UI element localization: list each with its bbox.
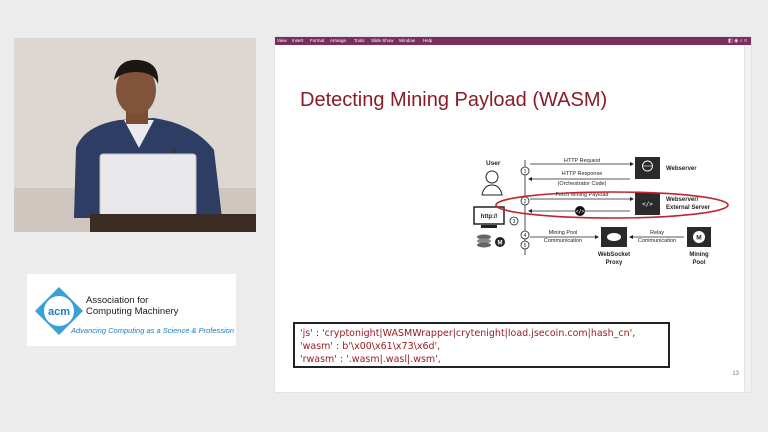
svg-text:2: 2: [524, 199, 527, 205]
code-line-wasm: 'wasm' : b'\x00\x61\x73\x6d',: [300, 341, 441, 352]
msg-orchestrator-code: (Orchestrator Code): [558, 181, 607, 187]
code-payload-icon: </>: [575, 206, 585, 216]
step-circle-2: 2: [520, 196, 530, 206]
menu-view[interactable]: View: [277, 38, 287, 43]
acm-diamond-logo-icon: acm: [35, 287, 83, 335]
svg-text:</>: </>: [575, 209, 584, 215]
step-circle-1: 1: [520, 166, 530, 176]
speaker-video: [14, 38, 256, 232]
msg-relay-1: Relay: [650, 230, 664, 236]
acm-logo-card: acm Association for Computing Machinery …: [27, 274, 236, 346]
step-circle-5: 5: [520, 240, 530, 250]
pool-label-2: Pool: [693, 260, 706, 266]
menu-format[interactable]: Format: [310, 38, 325, 43]
menu-slide-show[interactable]: Slide Show: [371, 38, 394, 43]
proxy-label-2: Proxy: [606, 260, 623, 266]
webserver-icon: [635, 157, 660, 179]
msg-http-response: HTTP Response: [562, 171, 603, 177]
monero-icon: M: [495, 237, 505, 247]
browser-window-icon: [473, 206, 505, 225]
window-controls-icon[interactable]: ◧ ◉ ⌕ ≡: [728, 38, 747, 44]
svg-text:4: 4: [524, 233, 527, 239]
menu-arrange[interactable]: Arrange: [330, 38, 347, 43]
acm-tagline: Advancing Computing as a Science & Profe…: [71, 326, 235, 335]
menu-tools[interactable]: Tools: [354, 38, 365, 43]
msg-relay-2: Communication: [638, 238, 676, 244]
msg-fetch-mining-payload: Fetch Mining Payload: [556, 192, 609, 198]
svg-text:1: 1: [524, 169, 527, 175]
external-server-icon: [635, 193, 660, 215]
vertical-scrollbar[interactable]: [744, 45, 751, 392]
acm-name-line2: Computing Machinery: [86, 306, 179, 317]
speaker-scene: [14, 38, 256, 232]
msg-pool-comm-1: Mining Pool: [549, 230, 578, 236]
external-server-label-2: External Server: [666, 205, 711, 211]
signature-code-box: 'js' : 'cryptonight|WASMWrapper|crytenig…: [293, 322, 670, 368]
mining-payload-diagram: User http:// M 1 2 3 4 5 HTTP Request: [473, 157, 729, 266]
webserver-label: Webserver: [666, 166, 697, 172]
step-circle-3: 3: [509, 216, 519, 226]
step-circle-4: 4: [520, 230, 530, 240]
svg-text:</>: </>: [642, 201, 653, 208]
user-label: User: [486, 160, 501, 167]
proxy-label-1: WebSocket: [598, 252, 630, 258]
menu-insert[interactable]: Insert: [292, 38, 304, 43]
presentation-window: View Insert Format Arrange Tools Slide S…: [275, 37, 751, 392]
acm-logo-text: acm: [48, 306, 70, 318]
slide-number: 13: [732, 371, 739, 377]
coin-stack-icon: [477, 234, 491, 248]
msg-http-request: HTTP Request: [564, 158, 601, 164]
highlight-oval: [495, 191, 729, 219]
slide-title: Detecting Mining Payload (WASM): [300, 89, 608, 111]
code-line-rwasm: 'rwasm' : '.wasm|.wasl|.wsm',: [300, 354, 441, 365]
svg-text:5: 5: [524, 243, 527, 249]
svg-text:M: M: [696, 235, 701, 242]
browser-url-text: http://: [481, 214, 498, 220]
menu-help[interactable]: Help: [423, 38, 433, 43]
pool-label-1: Mining: [689, 252, 709, 258]
external-server-label-1: Webserver/: [666, 197, 699, 203]
menu-window[interactable]: Window: [399, 38, 416, 43]
msg-pool-comm-2: Communication: [544, 238, 582, 244]
svg-text:3: 3: [513, 219, 516, 225]
acm-name-line1: Association for: [86, 295, 149, 306]
user-icon: [481, 170, 503, 196]
code-line-js: 'js' : 'cryptonight|WASMWrapper|crytenig…: [300, 328, 636, 339]
app-menubar: View Insert Format Arrange Tools Slide S…: [275, 37, 751, 45]
svg-text:M: M: [498, 241, 503, 247]
